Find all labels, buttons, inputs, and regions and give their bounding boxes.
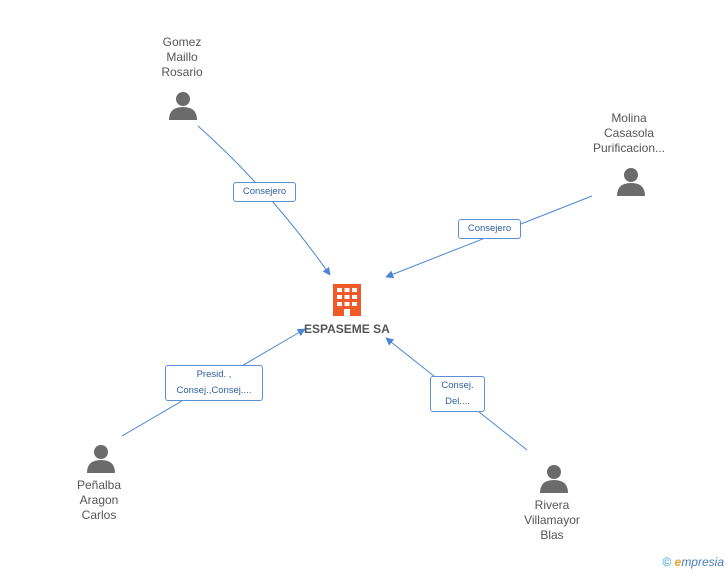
person-icon[interactable] (539, 463, 569, 493)
person-name-penalba[interactable]: Peñalba Aragon Carlos (39, 478, 159, 523)
name-line: Gomez (162, 35, 202, 49)
person-icon[interactable] (168, 90, 198, 120)
company-name[interactable]: ESPASEME SA (304, 322, 390, 336)
name-line: Carlos (81, 508, 117, 522)
person-name-molina[interactable]: Molina Casasola Purificacion... (569, 111, 689, 156)
relation-line: Consejero (242, 186, 287, 197)
relation-label-penalba[interactable]: Presid. , Consej.,Consej.... (165, 365, 263, 401)
name-line: Purificacion... (592, 141, 666, 155)
name-line: Blas (540, 528, 564, 542)
relation-line: Consej. (441, 380, 474, 391)
brand-name: mpresia (681, 555, 724, 569)
relation-label-rivera[interactable]: Consej. Del.... (430, 376, 485, 412)
person-name-gomez[interactable]: Gomez Maillo Rosario (122, 35, 242, 80)
relation-line: Consejero (467, 223, 512, 234)
person-icon[interactable] (616, 166, 646, 196)
building-icon (333, 284, 361, 316)
name-line: Casasola (603, 126, 655, 140)
copyright-icon: © (662, 555, 672, 569)
name-line: Rosario (161, 65, 203, 79)
name-line: Peñalba (76, 478, 122, 492)
relation-line: Del.... (445, 396, 470, 407)
relation-line: Presid. , (196, 369, 232, 380)
name-line: Aragon (79, 493, 119, 507)
brand-mark: e (674, 555, 682, 569)
person-icon[interactable] (86, 443, 116, 473)
brand-logo[interactable]: © empresia (662, 555, 724, 569)
person-name-rivera[interactable]: Rivera Villamayor Blas (492, 498, 612, 543)
relation-label-molina[interactable]: Consejero (458, 219, 521, 239)
name-line: Molina (611, 111, 647, 125)
name-line: Maillo (166, 50, 198, 64)
name-line: Villamayor (524, 513, 580, 527)
relation-line: Consej.,Consej.... (176, 385, 252, 396)
relation-label-gomez[interactable]: Consejero (233, 182, 296, 202)
name-line: Rivera (534, 498, 570, 512)
